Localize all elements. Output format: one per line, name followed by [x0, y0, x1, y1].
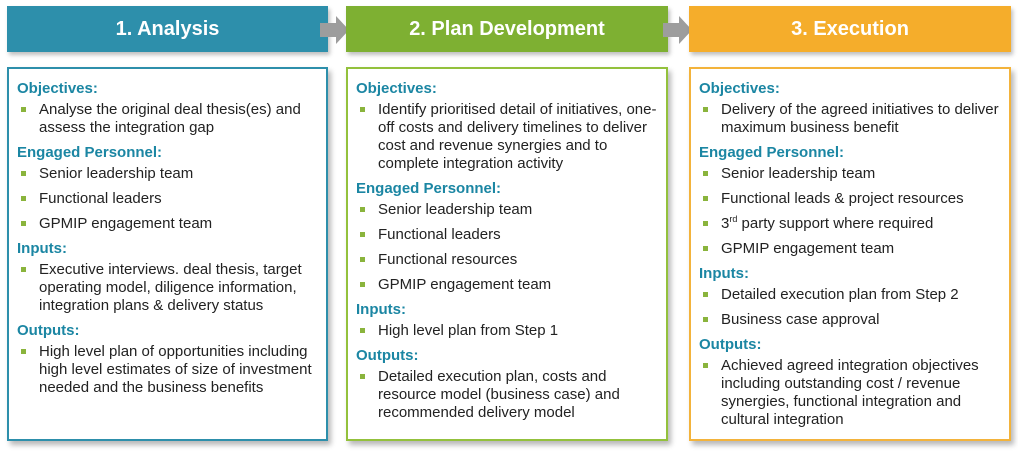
stage-header-analysis: 1. Analysis — [7, 6, 328, 52]
arrow-right-icon — [663, 16, 692, 44]
list-item: Functional leaders — [356, 226, 658, 244]
section-heading-inputs: Inputs: — [699, 265, 749, 282]
section-heading-objectives: Objectives: — [699, 80, 780, 97]
list-item: Functional leads & project resources — [699, 190, 1001, 208]
list-item: High level plan from Step 1 — [356, 322, 658, 340]
superscript-suffix: rd — [729, 214, 738, 224]
stage-card-plan-development: Objectives: Identify prioritised detail … — [346, 67, 668, 441]
stage-card-execution: Objectives: Delivery of the agreed initi… — [689, 67, 1011, 441]
section-heading-objectives: Objectives: — [356, 80, 437, 97]
list-item: Executive interviews. deal thesis, targe… — [17, 261, 318, 315]
arrow-right-icon — [320, 16, 349, 44]
list-item: Achieved agreed integration objectives i… — [699, 357, 1001, 429]
list-item: GPMIP engagement team — [699, 240, 1001, 258]
stage-card-analysis: Objectives: Analyse the original deal th… — [7, 67, 328, 441]
stage-title-execution: 3. Execution — [791, 17, 909, 40]
stage-title-analysis: 1. Analysis — [115, 17, 220, 40]
list-item: High level plan of opportunities includi… — [17, 343, 318, 397]
list-item: Delivery of the agreed initiatives to de… — [699, 101, 1001, 137]
list-item: Functional resources — [356, 251, 658, 269]
list-item: Senior leadership team — [17, 165, 318, 183]
list-item: Detailed execution plan from Step 2 — [699, 286, 1001, 304]
list-item: GPMIP engagement team — [356, 276, 658, 294]
section-heading-engaged-personnel: Engaged Personnel: — [356, 180, 502, 197]
stage-title-plan-development: 2. Plan Development — [409, 17, 605, 40]
superscript-rest: party support where required — [737, 215, 934, 232]
section-heading-outputs: Outputs: — [17, 322, 80, 339]
section-heading-engaged-personnel: Engaged Personnel: — [699, 144, 845, 161]
superscript-number: 3 — [721, 215, 730, 232]
section-heading-outputs: Outputs: — [356, 347, 419, 364]
list-item: Functional leaders — [17, 190, 318, 208]
list-item: Detailed execution plan, costs and resou… — [356, 368, 658, 422]
list-item: Business case approval — [699, 311, 1001, 329]
section-heading-outputs: Outputs: — [699, 336, 762, 353]
stage-header-execution: 3. Execution — [689, 6, 1011, 52]
list-item: Senior leadership team — [699, 165, 1001, 183]
list-item: Analyse the original deal thesis(es) and… — [17, 101, 318, 137]
stage-header-plan-development: 2. Plan Development — [346, 6, 668, 52]
list-item: GPMIP engagement team — [17, 215, 318, 233]
list-item: Identify prioritised detail of initiativ… — [356, 101, 658, 173]
list-item-third-party: 3rd party support where required — [699, 215, 1001, 233]
section-heading-objectives: Objectives: — [17, 80, 98, 97]
section-heading-inputs: Inputs: — [356, 301, 406, 318]
list-item: Senior leadership team — [356, 201, 658, 219]
section-heading-inputs: Inputs: — [17, 240, 67, 257]
section-heading-engaged-personnel: Engaged Personnel: — [17, 144, 163, 161]
